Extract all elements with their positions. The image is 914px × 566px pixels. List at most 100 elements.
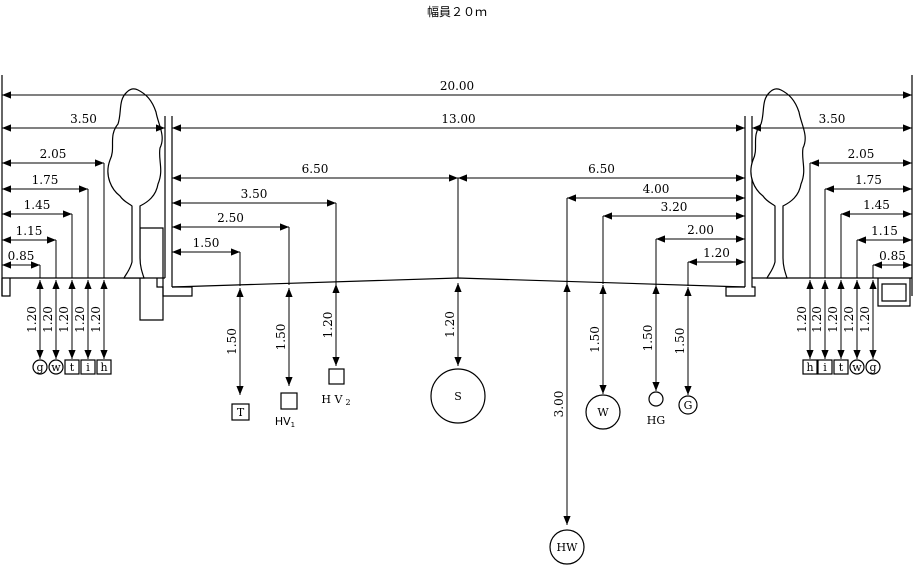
- dimension-label: 3.00: [552, 391, 566, 418]
- diagram-title: 幅員２０ｍ: [427, 4, 487, 19]
- dimension-label: 1.15: [871, 224, 898, 238]
- dimension-label: 1.50: [193, 236, 220, 250]
- vertical-dimension: 1.20: [41, 280, 60, 359]
- symbol-g-label: G: [684, 399, 693, 412]
- horizontal-dimension: 1.20: [688, 246, 745, 266]
- left-drain-pipe: [139, 227, 164, 321]
- symbol-hg-label: HG: [647, 414, 665, 427]
- symbol-g-circle: [32, 359, 48, 375]
- horizontal-dimension: 3.50: [2, 112, 165, 132]
- right-curb: [725, 278, 756, 297]
- dimension-label: 3.20: [661, 200, 688, 214]
- dimension-label: 1.20: [703, 246, 730, 260]
- dimension-label: 1.50: [588, 326, 602, 353]
- right-utility-box: [877, 278, 911, 307]
- dimension-label: 1.20: [842, 306, 856, 333]
- vertical-dimension: 1.50: [225, 288, 244, 395]
- symbol-t-box: [231, 403, 250, 421]
- symbol-w-label: w: [852, 361, 862, 374]
- dimension-label: 0.85: [879, 249, 906, 263]
- symbol-hv1-label: HV1: [275, 415, 295, 429]
- vertical-dimension: 1.20: [826, 280, 845, 359]
- dimension-label: 3.50: [819, 112, 846, 126]
- symbol-s-label: S: [454, 390, 462, 403]
- horizontal-dimension: 2.00: [656, 223, 745, 243]
- vertical-dimension: 1.50: [641, 285, 660, 391]
- dimension-label: 1.50: [673, 328, 687, 355]
- horizontal-dimension: 20.00: [2, 79, 912, 99]
- symbol-i-box: [817, 359, 833, 375]
- symbol-t-label: t: [839, 361, 844, 374]
- dimension-label: 1.20: [41, 306, 55, 333]
- symbol-w-label: W: [597, 406, 609, 419]
- vertical-dimension: 1.20: [795, 280, 814, 359]
- symbol-hv2-box: [328, 368, 345, 385]
- dimension-label: 2.05: [848, 147, 875, 161]
- symbol-hv1-box: [280, 392, 298, 410]
- symbol-g-circle: [865, 359, 881, 375]
- vertical-dimension: 1.20: [89, 280, 108, 359]
- symbol-i-label: i: [86, 361, 90, 374]
- horizontal-dimension: 1.75: [2, 173, 88, 193]
- dimension-label: 1.20: [25, 306, 39, 333]
- dimension-label: 2.50: [217, 211, 244, 225]
- horizontal-dimension: 2.50: [172, 211, 289, 231]
- dimension-label: 1.20: [443, 311, 457, 338]
- left-tree: [107, 88, 163, 279]
- vertical-dimension: 1.20: [25, 280, 44, 359]
- dimension-label: 1.20: [73, 306, 87, 333]
- vertical-dimension: 1.50: [274, 288, 293, 386]
- symbol-w-circle: [48, 359, 64, 375]
- dimension-label: 3.50: [241, 187, 268, 201]
- dimension-label: 1.75: [855, 173, 882, 187]
- symbol-w-circle: [585, 394, 621, 430]
- dimension-label: 2.00: [687, 223, 714, 237]
- dimension-label: 1.20: [795, 306, 809, 333]
- horizontal-dimension: 1.15: [2, 224, 56, 244]
- vertical-dimension: 1.50: [588, 285, 607, 394]
- symbol-i-label: i: [823, 361, 827, 374]
- horizontal-dimension: 1.75: [825, 173, 912, 193]
- dimension-label: 3.50: [70, 112, 97, 126]
- vertical-dimension: 1.20: [842, 280, 861, 359]
- horizontal-dimension: 1.45: [841, 198, 912, 218]
- symbol-hw-label: HW: [557, 541, 579, 554]
- symbol-t-label: t: [70, 361, 75, 374]
- symbol-w-circle: [849, 359, 865, 375]
- horizontal-dimension: 0.85: [2, 249, 40, 269]
- horizontal-dimension: 13.00: [172, 112, 745, 132]
- horizontal-dimension: 2.05: [2, 147, 104, 167]
- vertical-dimension: 1.50: [673, 287, 692, 395]
- dimension-label: 13.00: [441, 112, 475, 126]
- symbol-h-box: [96, 359, 112, 375]
- symbol-i-box: [80, 359, 96, 375]
- dimension-label: 1.45: [24, 198, 51, 212]
- vertical-dimension: 1.20: [57, 280, 76, 359]
- dimension-label: 0.85: [8, 249, 35, 263]
- vertical-dimension: 1.20: [858, 280, 877, 359]
- dimension-label: 1.20: [810, 306, 824, 333]
- horizontal-dimension: 3.50: [172, 187, 336, 207]
- symbol-t-box: [64, 359, 80, 375]
- symbol-h-label: h: [100, 361, 107, 374]
- dimension-label: 1.20: [858, 306, 872, 333]
- dimension-label: 1.50: [274, 324, 288, 351]
- horizontal-dimension: 2.05: [810, 147, 912, 167]
- symbol-g-label: g: [869, 361, 876, 374]
- dimension-label: 4.00: [643, 182, 670, 196]
- symbol-s-circle: [430, 368, 486, 424]
- dimension-label: 1.50: [641, 325, 655, 352]
- right-tree: [750, 88, 806, 279]
- dimension-label: 1.20: [89, 306, 103, 333]
- horizontal-dimension: 3.50: [752, 112, 912, 132]
- symbol-w-label: w: [51, 361, 61, 374]
- vertical-dimension: 3.00: [552, 283, 571, 525]
- horizontal-dimension: 1.50: [172, 236, 240, 256]
